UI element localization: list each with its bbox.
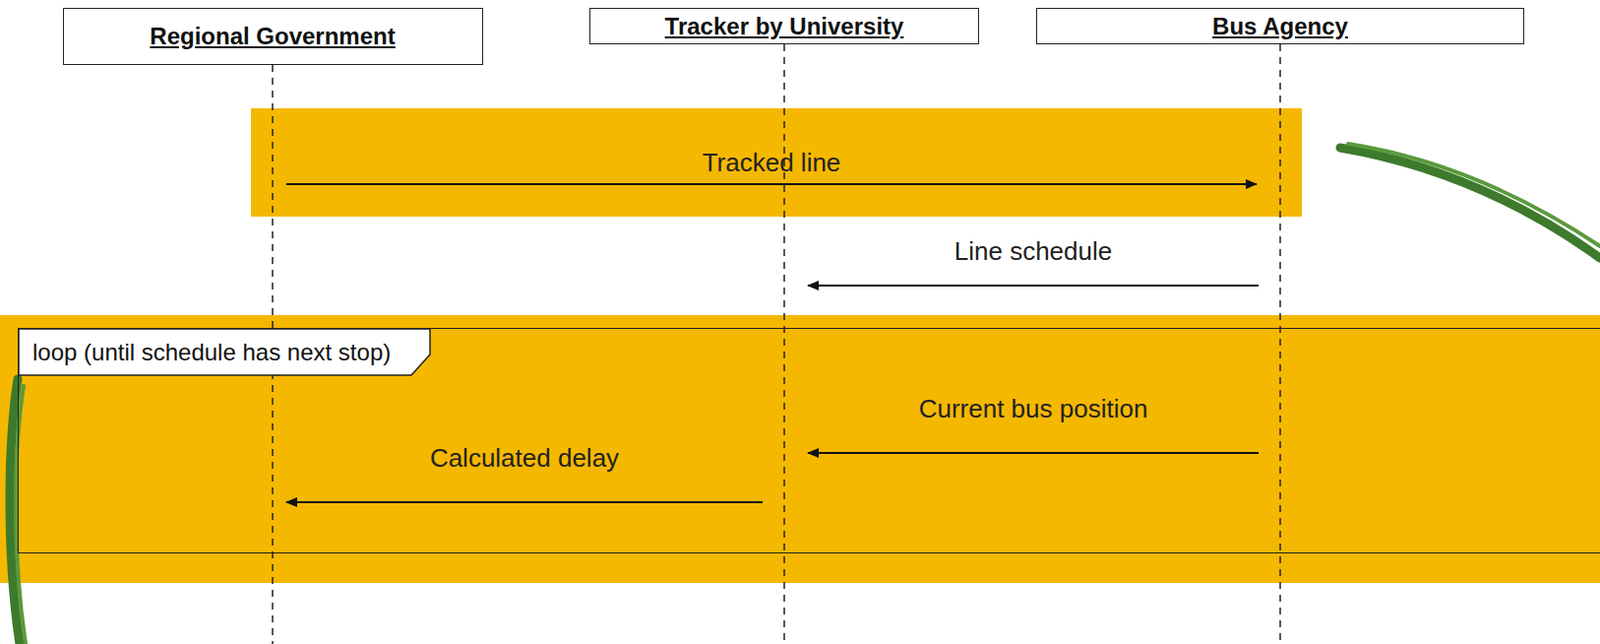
lifeline-header: Bus Agency (1036, 7, 1525, 45)
fragment-label: loop (until schedule has next stop) (18, 328, 431, 367)
message-label: Tracked line (702, 147, 842, 179)
highlight-band (250, 108, 1302, 217)
lifeline-header: Tracker by University (589, 7, 980, 45)
lifeline (783, 44, 786, 644)
lifeline-header: Regional Government (62, 7, 484, 65)
message-label: Calculated delay (430, 442, 619, 474)
participant-name: Bus Agency (1212, 12, 1349, 41)
brush-stroke (1340, 147, 1600, 258)
message-label: Line schedule (954, 236, 1112, 267)
message-label: Current bus position (919, 393, 1149, 425)
message-arrow (807, 284, 1259, 287)
fragment-tab: loop (until schedule has next stop) (18, 328, 431, 376)
participant-name: Regional Government (149, 22, 395, 51)
loop-fragment: loop (until schedule has next stop) (17, 327, 1600, 554)
highlight-band (0, 314, 1600, 583)
brush-stroke (1348, 143, 1600, 247)
message-arrow (286, 500, 763, 503)
message-arrow (286, 183, 1257, 185)
participant-name: Tracker by University (665, 12, 905, 41)
message-arrow (807, 451, 1259, 454)
lifeline (1279, 44, 1282, 644)
